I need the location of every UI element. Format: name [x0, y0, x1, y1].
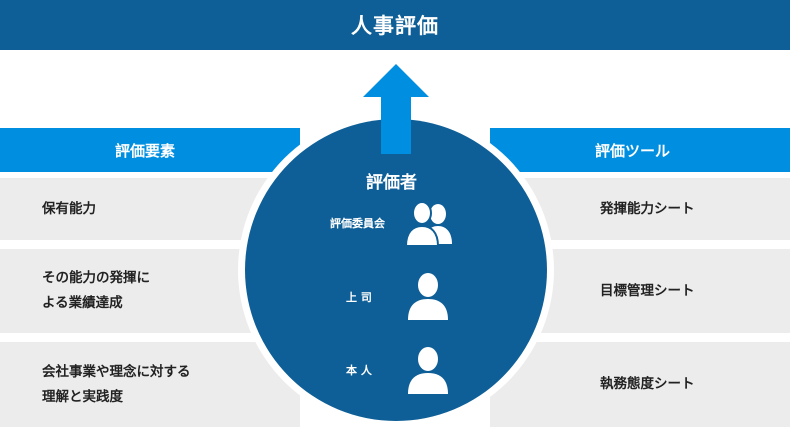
evaluator-boss-label: 上 司: [346, 291, 372, 304]
page-title: 人事評価: [0, 0, 790, 50]
element-label: 会社事業や理念に対する 理解と実践度: [42, 363, 191, 405]
person-icon: [408, 347, 448, 394]
evaluator-title: 評価者: [366, 173, 417, 193]
tool-label: 発揮能力シート: [600, 200, 695, 217]
up-arrow-icon: [363, 64, 429, 154]
evaluator-committee-label: 評価委員会: [330, 217, 385, 230]
element-label: その能力の発揮に よる業績達成: [42, 270, 150, 311]
tool-label: 目標管理シート: [600, 282, 695, 299]
evaluation-tools-header: 評価ツール: [490, 128, 790, 172]
evaluator-self-label: 本 人: [346, 364, 372, 377]
evaluator-circle: [245, 119, 547, 421]
group-people-icon: [404, 201, 452, 247]
element-label: 保有能力: [42, 200, 96, 217]
element-row: 会社事業や理念に対する 理解と実践度: [0, 342, 300, 427]
tool-label: 執務態度シート: [600, 376, 695, 393]
tool-row: 執務態度シート: [490, 342, 790, 427]
person-icon: [408, 273, 448, 320]
evaluation-elements-header: 評価要素: [0, 128, 300, 172]
